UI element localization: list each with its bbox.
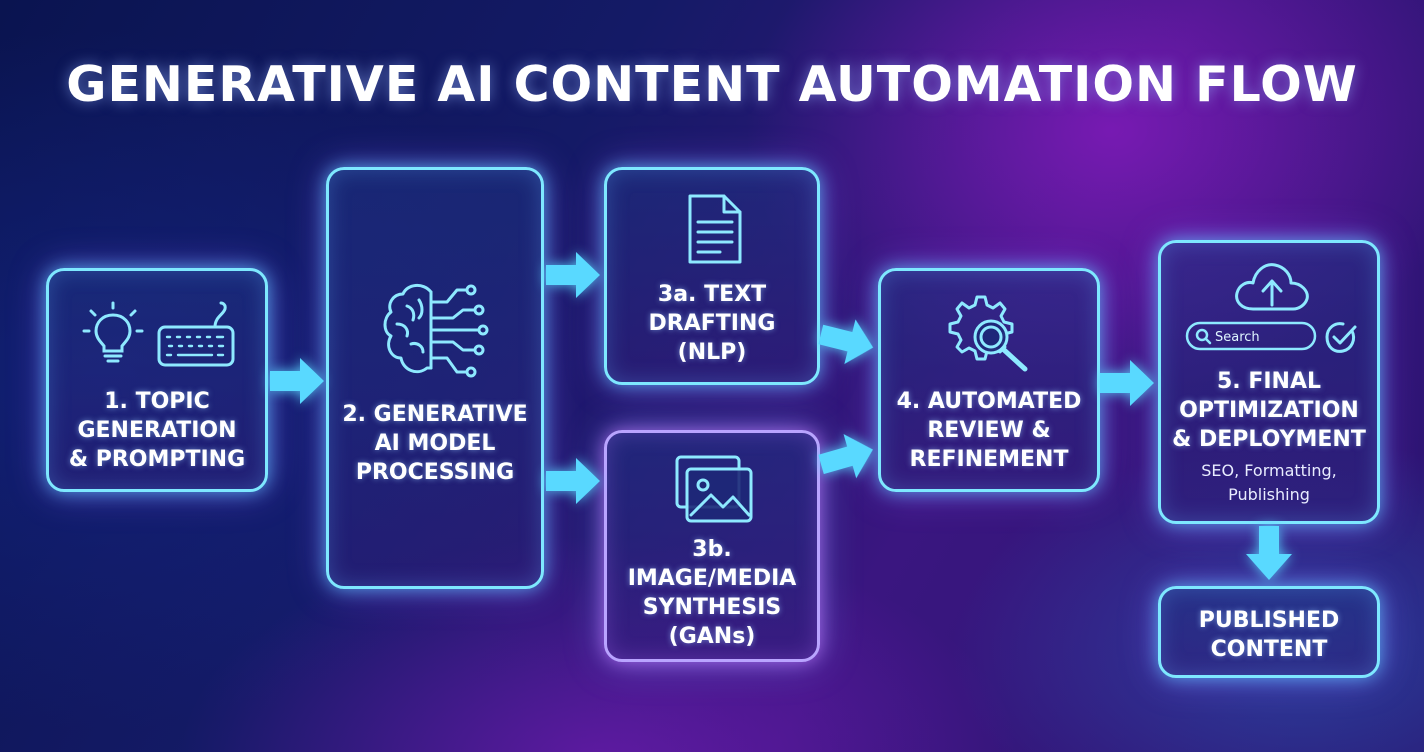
search-icon: Search xyxy=(1185,321,1317,351)
arrow-model-to-image xyxy=(546,458,602,504)
step-image-label: 3b. IMAGE/MEDIA SYNTHESIS (GANs) xyxy=(627,537,797,649)
brain-circuit-icon xyxy=(379,278,491,386)
check-circle-icon xyxy=(1325,321,1357,353)
arrow-review-to-deploy xyxy=(1100,360,1156,406)
keyboard-icon xyxy=(157,301,237,367)
step-topic-label: 1. TOPIC GENERATION & PROMPTING xyxy=(68,389,246,472)
step-ai-model-processing: 2. GENERATIVE AI MODEL PROCESSING xyxy=(326,167,544,589)
step-text-drafting: 3a. TEXT DRAFTING (NLP) xyxy=(604,167,820,385)
step-automated-review: 4. AUTOMATED REVIEW & REFINEMENT xyxy=(878,268,1100,492)
svg-text:Search: Search xyxy=(1215,330,1260,345)
gear-magnifier-icon xyxy=(947,293,1037,373)
step-image-synthesis: 3b. IMAGE/MEDIA SYNTHESIS (GANs) xyxy=(604,430,820,662)
step-deploy-details: SEO, Formatting, Publishing xyxy=(1201,461,1337,504)
step-topic-generation: 1. TOPIC GENERATION & PROMPTING xyxy=(46,268,268,492)
step-model-label: 2. GENERATIVE AI MODEL PROCESSING xyxy=(342,402,528,485)
step-text-label: 3a. TEXT DRAFTING (NLP) xyxy=(648,282,776,365)
arrow-image-to-review xyxy=(818,434,876,480)
step-final-deployment: Search 5. FINAL OPTIMIZATION & DEPLOYMEN… xyxy=(1158,240,1380,524)
cloud-upload-icon xyxy=(1233,259,1311,315)
arrow-model-to-text xyxy=(546,252,602,298)
step-deploy-label: 5. FINAL OPTIMIZATION & DEPLOYMENT xyxy=(1172,369,1366,452)
diagram-title: GENERATIVE AI CONTENT AUTOMATION FLOW xyxy=(66,56,1358,113)
document-icon xyxy=(686,192,744,266)
image-gallery-icon xyxy=(675,455,755,525)
arrow-topic-to-model xyxy=(270,358,326,404)
step-published-content: PUBLISHED CONTENT xyxy=(1158,586,1380,678)
published-label: PUBLISHED CONTENT xyxy=(1198,608,1340,662)
arrow-deploy-to-published xyxy=(1246,526,1292,582)
arrow-text-to-review xyxy=(818,318,876,365)
lightbulb-icon xyxy=(82,301,144,365)
step-review-label: 4. AUTOMATED REVIEW & REFINEMENT xyxy=(896,389,1082,472)
